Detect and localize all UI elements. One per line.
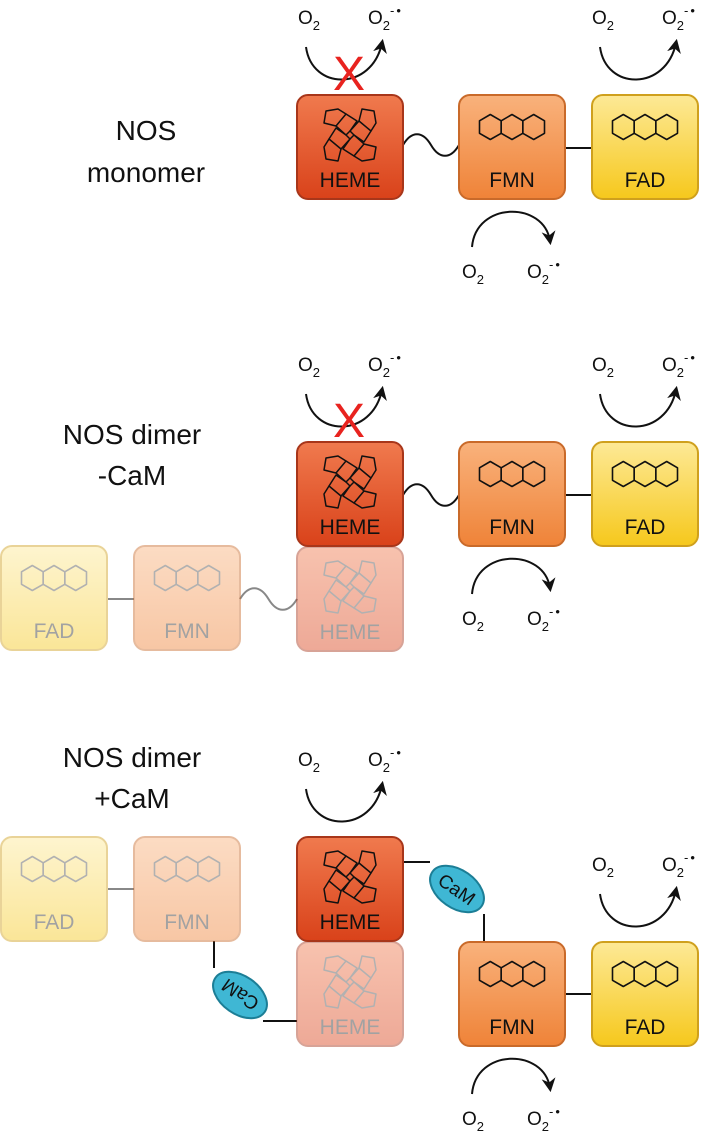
heme-domain-faded: HEME <box>296 546 404 652</box>
fad-domain-faded: FAD <box>0 545 108 651</box>
porphyrin-icon <box>323 560 377 614</box>
superoxide-label: O2-• <box>662 850 695 880</box>
fad-domain: FAD <box>591 941 699 1047</box>
fad-label: FAD <box>625 516 666 539</box>
fmn-label: FMN <box>489 169 535 192</box>
isoalloxazine-icon <box>153 564 221 592</box>
blocked-x-mark: X <box>333 395 365 448</box>
panel-1-title-line1: NOS <box>116 115 177 146</box>
fad-label: FAD <box>34 911 75 934</box>
wavy-linker <box>402 133 460 157</box>
reaction-arrow <box>599 885 681 928</box>
superoxide-label: O2-• <box>368 745 401 775</box>
oxygen-label: O2 <box>462 262 484 287</box>
heme-label: HEME <box>320 169 381 192</box>
linkers-layer <box>108 133 592 1022</box>
isoalloxazine-icon <box>20 564 88 592</box>
fad-label: FAD <box>625 1016 666 1039</box>
panel-1-title-line2: monomer <box>87 157 205 188</box>
panel-3-title-line2: +CaM <box>94 783 169 814</box>
heme-label: HEME <box>320 516 381 539</box>
fmn-domain-faded: FMN <box>133 545 241 651</box>
oxygen-label: O2 <box>462 1109 484 1134</box>
fmn-domain: FMN <box>458 441 566 547</box>
panel-2-title-line2: -CaM <box>98 460 166 491</box>
porphyrin-icon <box>323 455 377 509</box>
cam-oval: CaM <box>212 970 268 1020</box>
heme-domain: HEME <box>296 94 404 200</box>
reaction-arrow <box>599 385 681 428</box>
isoalloxazine-icon <box>478 113 546 141</box>
wavy-linker <box>402 483 460 507</box>
fad-label: FAD <box>625 169 666 192</box>
oxygen-label: O2 <box>298 8 320 33</box>
isoalloxazine-icon <box>611 113 679 141</box>
fad-domain: FAD <box>591 94 699 200</box>
oxygen-label: O2 <box>462 609 484 634</box>
isoalloxazine-icon <box>478 460 546 488</box>
reaction-arrow <box>471 557 556 595</box>
fad-domain: FAD <box>591 441 699 547</box>
oxygen-label: O2 <box>298 750 320 775</box>
superoxide-label: O2-• <box>662 350 695 380</box>
heme-domain: HEME <box>296 836 404 942</box>
fmn-label: FMN <box>489 516 535 539</box>
reaction-arrow <box>305 38 387 81</box>
reaction-arrow <box>599 38 681 81</box>
heme-label: HEME <box>320 911 381 934</box>
reaction-arrow <box>305 385 387 428</box>
cam-oval: CaM <box>429 864 485 914</box>
oxygen-label: O2 <box>592 8 614 33</box>
domains-layer: HEME FMN FAD FAD FMN HEME HEME FMN FAD FAD FMN HEME… <box>0 94 699 1047</box>
superoxide-label: O2-• <box>527 257 560 287</box>
oxygen-label: O2 <box>592 855 614 880</box>
oxygen-label: O2 <box>592 355 614 380</box>
heme-label: HEME <box>320 1016 381 1039</box>
superoxide-label: O2-• <box>368 3 401 33</box>
fad-domain-faded: FAD <box>0 836 108 942</box>
fmn-domain: FMN <box>458 941 566 1047</box>
superoxide-label: O2-• <box>527 1104 560 1134</box>
reaction-arrow <box>471 1057 556 1095</box>
blocked-x-mark: X <box>333 48 365 101</box>
panel-3-title-line1: NOS dimer <box>63 742 201 773</box>
fmn-label: FMN <box>164 620 210 643</box>
wavy-linker <box>239 587 298 611</box>
porphyrin-icon <box>323 850 377 904</box>
isoalloxazine-icon <box>611 460 679 488</box>
fmn-domain: FMN <box>458 94 566 200</box>
fmn-domain-faded: FMN <box>133 836 241 942</box>
porphyrin-icon <box>323 108 377 162</box>
heme-domain: HEME <box>296 441 404 547</box>
fmn-label: FMN <box>489 1016 535 1039</box>
heme-domain-faded: HEME <box>296 941 404 1047</box>
superoxide-label: O2-• <box>368 350 401 380</box>
porphyrin-icon <box>323 955 377 1009</box>
heme-label: HEME <box>320 621 381 644</box>
isoalloxazine-icon <box>20 855 88 883</box>
reaction-arrow <box>305 780 387 823</box>
fad-label: FAD <box>34 620 75 643</box>
superoxide-label: O2-• <box>527 604 560 634</box>
superoxide-label: O2-• <box>662 3 695 33</box>
isoalloxazine-icon <box>153 855 221 883</box>
isoalloxazine-icon <box>478 960 546 988</box>
isoalloxazine-icon <box>611 960 679 988</box>
panel-2-title-line1: NOS dimer <box>63 419 201 450</box>
oxygen-label: O2 <box>298 355 320 380</box>
reaction-arrow <box>471 210 556 248</box>
fmn-label: FMN <box>164 911 210 934</box>
